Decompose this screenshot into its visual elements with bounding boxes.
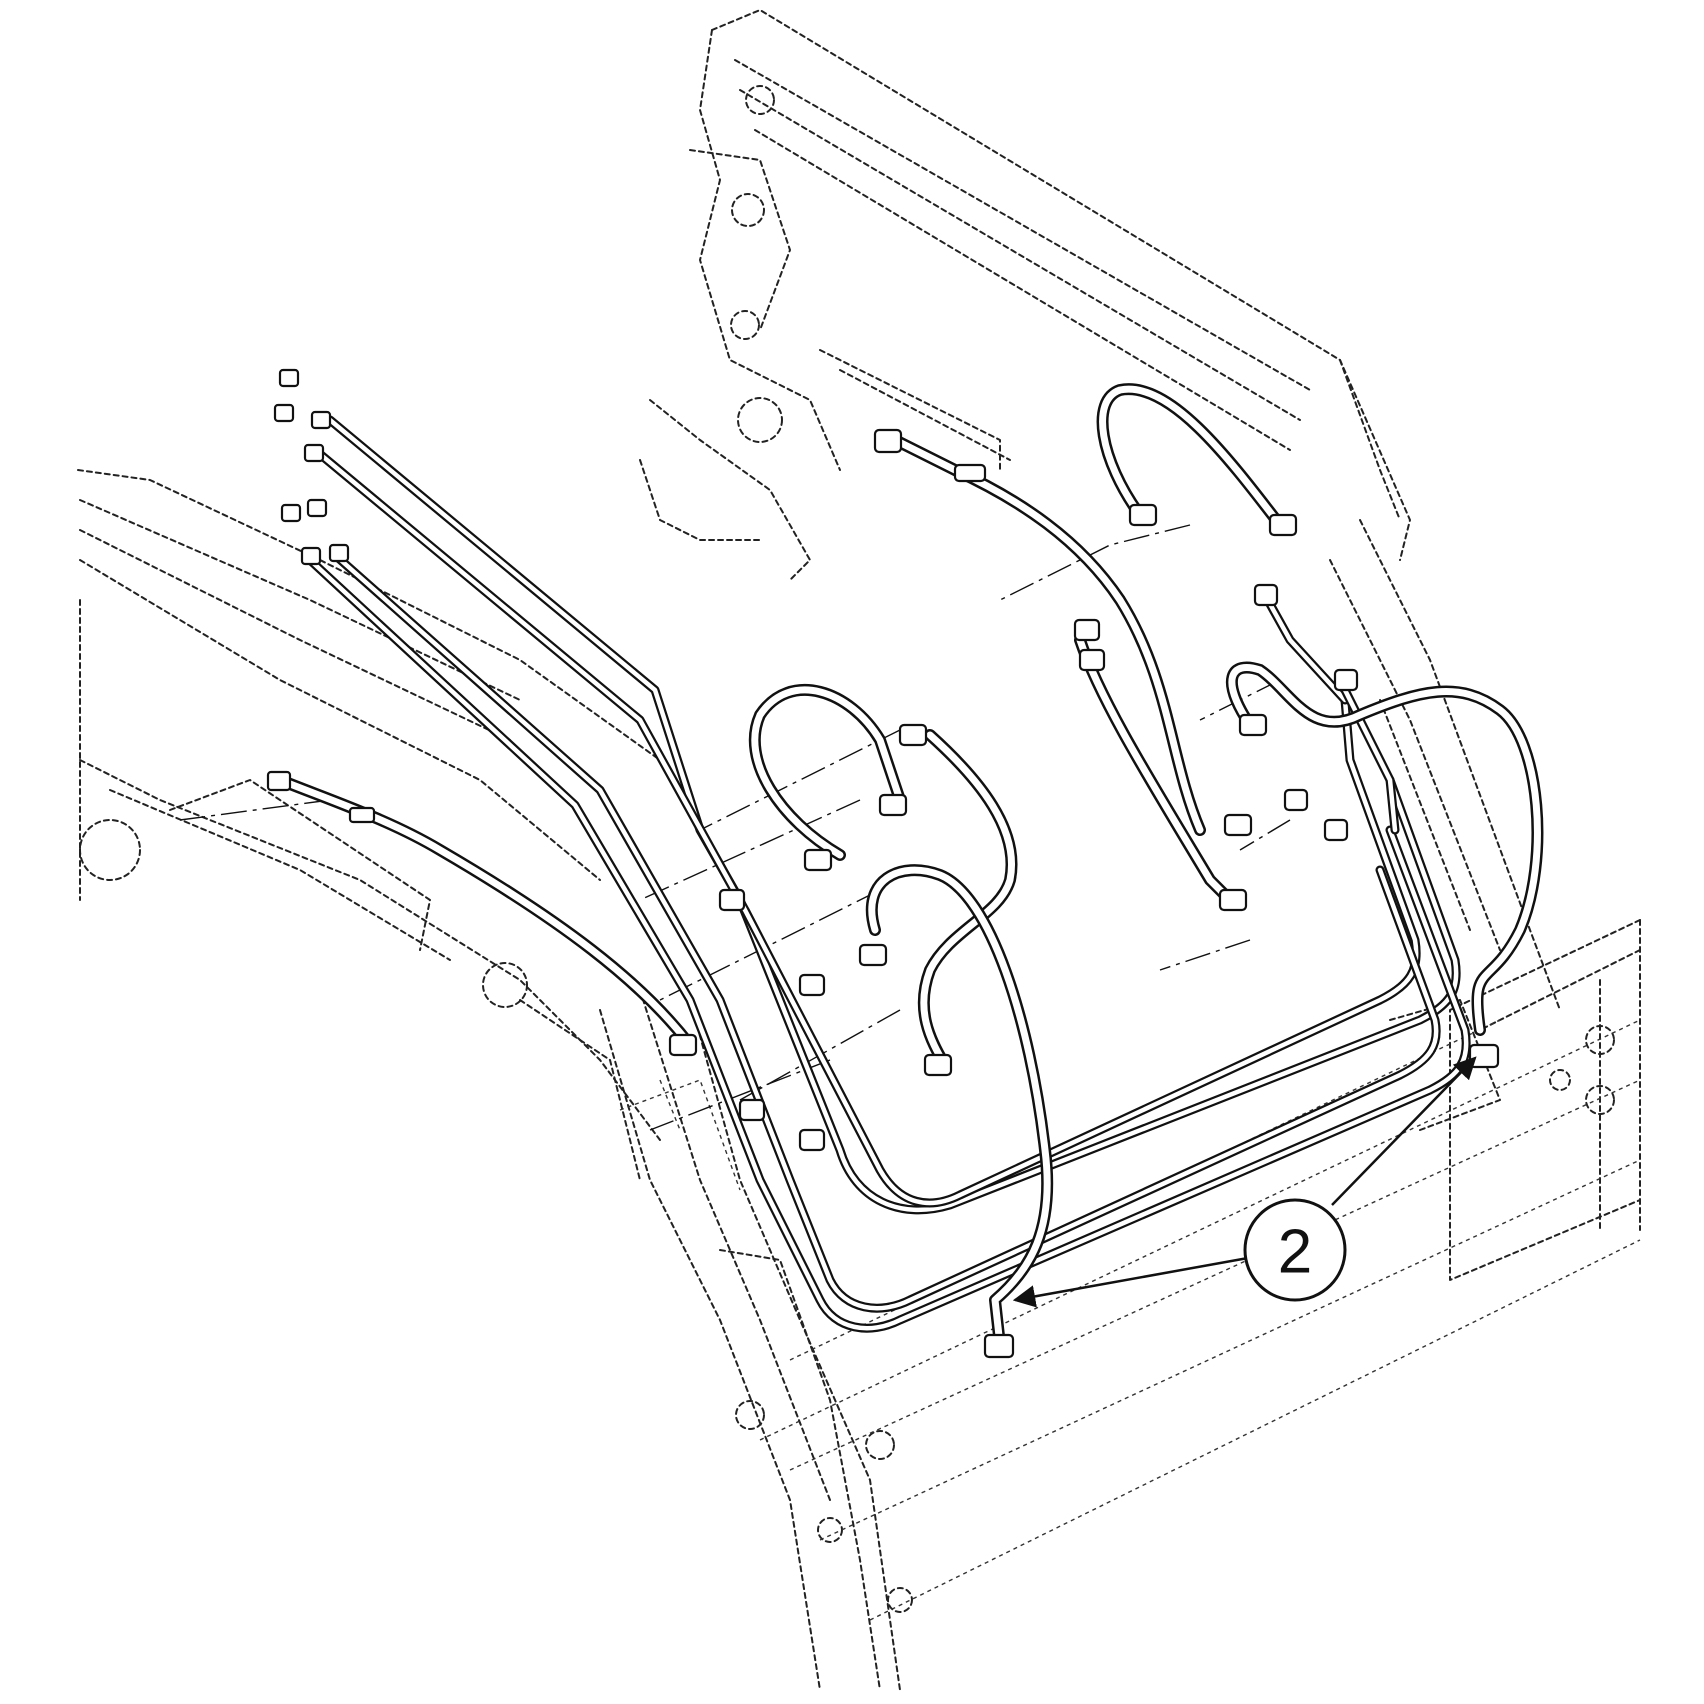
fitting [278,368,300,388]
fitting [953,463,987,483]
fitting [300,546,322,566]
fitting [878,793,908,817]
fitting [1218,888,1248,912]
fitting [1333,668,1359,692]
fitting [1223,813,1253,837]
flexible-hoses [274,383,1544,1351]
fitting [273,403,295,423]
machine-frame-ghost [77,9,1641,1691]
fitting [1468,1043,1500,1069]
fitting [1078,648,1106,672]
cross-member-ghost [619,1019,1641,1621]
fitting [718,888,746,912]
fitting [306,498,328,518]
fitting [803,848,833,872]
fitting [310,410,332,430]
mounting-frame-ghost [1389,919,1641,1281]
callout-2-group: 2 [1012,1056,1477,1308]
fitting [1128,503,1158,527]
leader-arrow-right [1331,1056,1477,1206]
fitting [798,1128,826,1152]
fitting [798,973,826,997]
fitting [923,1053,953,1077]
fitting [858,943,888,967]
fitting [1238,713,1268,737]
fitting [348,806,376,824]
fitting [1323,818,1349,842]
fitting [1073,618,1101,642]
fitting [280,503,302,523]
leader-arrow-left [1012,1256,1249,1308]
upper-boom-arm-ghost [639,9,1561,1011]
fitting [1253,583,1279,607]
fitting [873,428,903,454]
callout-circle [1243,1198,1347,1302]
fitting [303,443,325,463]
fitting [266,770,292,792]
fitting [328,543,350,563]
fitting [1283,788,1309,812]
loader-mast-ghost [599,989,913,1691]
fitting [1268,513,1298,537]
callout-label: 2 [1278,1218,1312,1287]
fitting [983,1333,1015,1359]
fitting [898,723,928,747]
fittings [266,368,1500,1359]
lower-boom-arm-ghost [77,469,661,1181]
rigid-tubes [305,415,1471,1333]
fitting [738,1098,766,1122]
fitting [668,1033,698,1057]
